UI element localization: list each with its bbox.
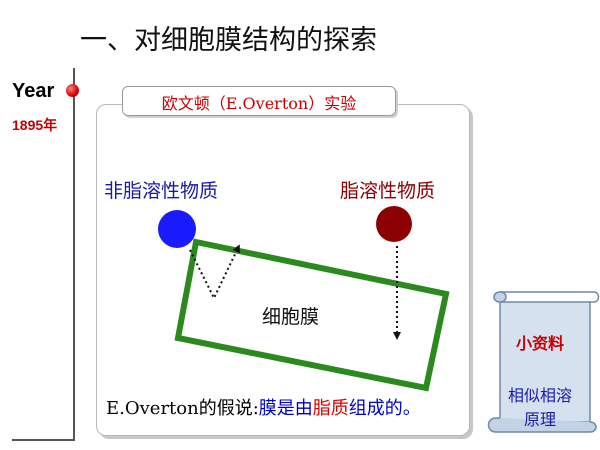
lipid-substance-label: 脂溶性物质 <box>340 180 436 202</box>
nonlipid-substance-label: 非脂溶性物质 <box>104 180 219 202</box>
experiment-title: 欧文顿（E.Overton）实验 <box>161 94 357 113</box>
side-note-line2: 原理 <box>523 410 556 429</box>
hypothesis-statement: E.Overton的假说:膜是由脂质组成的。 <box>106 394 421 420</box>
cell-membrane-label: 细胞膜 <box>262 306 320 328</box>
lipid-ball <box>376 206 412 242</box>
nonlipid-ball <box>158 210 196 248</box>
timeline-marker-dot <box>66 84 79 97</box>
nonlipid-bounce-path <box>189 244 240 301</box>
scroll-note-shape <box>487 291 600 433</box>
hypothesis-prefix: E.Overton的假说: <box>106 398 259 419</box>
side-note-heading: 小资料 <box>515 334 564 353</box>
slide-title: 一、对细胞膜结构的探索 <box>80 25 377 56</box>
experiment-frame <box>96 104 470 436</box>
hypothesis-part3: 组成的。 <box>348 398 421 419</box>
hypothesis-lipid: 脂质 <box>312 398 349 419</box>
timeline-baseline <box>12 439 75 441</box>
timeline-label: Year <box>12 80 55 102</box>
hypothesis-part1: 膜是由 <box>258 398 313 419</box>
cell-membrane-rect <box>174 238 450 392</box>
timeline-line <box>73 68 75 440</box>
side-note-line1: 相似相溶 <box>507 386 572 405</box>
timeline-year: 1895年 <box>12 117 58 133</box>
experiment-title-box <box>122 86 396 116</box>
side-note-body: 相似相溶 原理 <box>496 384 584 432</box>
